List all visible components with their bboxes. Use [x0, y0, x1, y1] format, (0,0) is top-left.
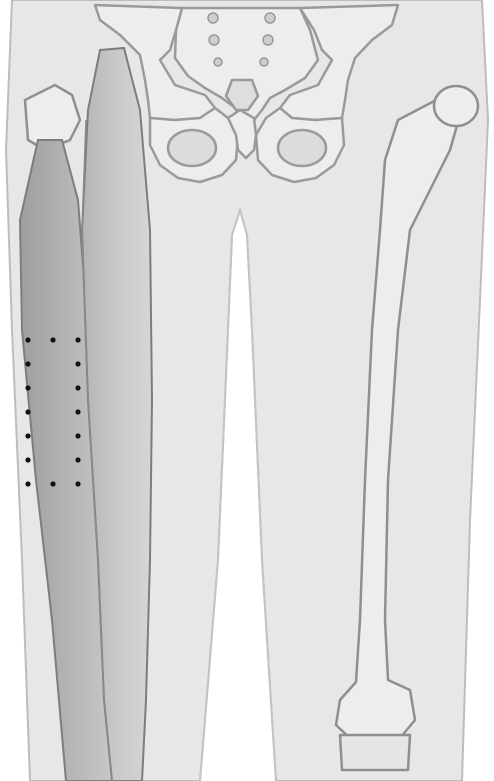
- marker-dot: [50, 481, 55, 486]
- marker-dot: [25, 433, 30, 438]
- marker-dot: [25, 409, 30, 414]
- right-obturator-foramen: [278, 130, 326, 166]
- marker-dot: [25, 457, 30, 462]
- marker-dot: [25, 481, 30, 486]
- marker-dot: [75, 457, 80, 462]
- marker-dot: [25, 385, 30, 390]
- right-femoral-head: [434, 86, 478, 126]
- marker-dot: [50, 337, 55, 342]
- left-obturator-foramen: [168, 130, 216, 166]
- right-patella-joint: [340, 735, 410, 770]
- marker-dot: [75, 433, 80, 438]
- marker-dot: [75, 361, 80, 366]
- marker-dot: [75, 409, 80, 414]
- marker-dot: [75, 481, 80, 486]
- marker-dot: [25, 337, 30, 342]
- marker-dot: [75, 337, 80, 342]
- marker-dot: [75, 385, 80, 390]
- marker-dot: [25, 361, 30, 366]
